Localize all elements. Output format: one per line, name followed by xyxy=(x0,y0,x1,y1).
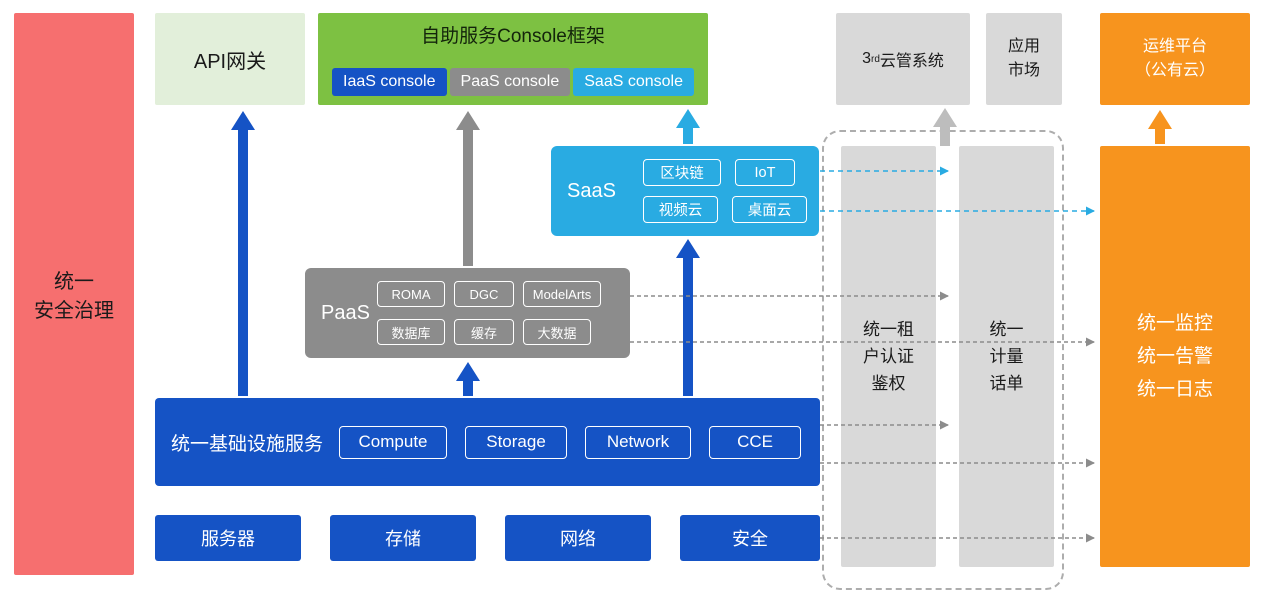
paas-chip-row-1: ROMA DGC ModelArts xyxy=(377,281,620,307)
console-framework-title: 自助服务Console框架 xyxy=(421,26,605,47)
infra-chip-cce: CCE xyxy=(709,425,802,459)
third-party-num: 3 xyxy=(862,50,871,67)
third-party-sup: rd xyxy=(870,53,880,65)
saas-chip-row-1: 区块链 IoT xyxy=(643,159,807,186)
ops-platform-box: 运维平台 （公有云） xyxy=(1100,13,1250,105)
paas-chip-area: ROMA DGC ModelArts 数据库 缓存 大数据 xyxy=(377,281,620,345)
third-party-rest: 云管系统 xyxy=(879,53,944,70)
paas-chip-row-2: 数据库 缓存 大数据 xyxy=(377,319,620,345)
paas-chip-database: 数据库 xyxy=(377,319,445,345)
security-governance-bar: 统一 安全治理 xyxy=(14,13,134,575)
paas-chip-bigdata: 大数据 xyxy=(523,319,591,345)
arrow-monitor-to-ops-platform xyxy=(1148,110,1172,144)
security-box: 安全 xyxy=(680,515,820,561)
arrow-saas-to-console xyxy=(676,109,700,144)
arrow-infra-to-paas xyxy=(456,362,480,396)
paas-box: PaaS ROMA DGC ModelArts 数据库 缓存 大数据 xyxy=(305,268,630,358)
saas-chip-desktop-cloud: 桌面云 xyxy=(732,196,807,223)
saas-label: SaaS xyxy=(567,179,616,202)
saas-chip-area: 区块链 IoT 视频云 桌面云 xyxy=(643,159,807,223)
infrastructure-label: 统一基础设施服务 xyxy=(171,433,324,455)
network-box: 网络 xyxy=(505,515,651,561)
paas-label: PaaS xyxy=(321,301,370,324)
saas-box: SaaS 区块链 IoT 视频云 桌面云 xyxy=(551,146,819,236)
console-chip-row: IaaS console PaaS console SaaS console xyxy=(332,68,694,96)
tenant-auth-bar: 统一租 户认证 鉴权 xyxy=(841,146,936,567)
infrastructure-box: 统一基础设施服务 Compute Storage Network CCE xyxy=(155,398,820,486)
saas-chip-row-2: 视频云 桌面云 xyxy=(643,196,807,223)
monitoring-alert-log-bar: 统一监控 统一告警 统一日志 xyxy=(1100,146,1250,567)
app-market-box: 应用 市场 xyxy=(986,13,1062,105)
iaas-console-chip: IaaS console xyxy=(332,68,447,96)
server-box: 服务器 xyxy=(155,515,301,561)
metering-billing-bar: 统一 计量 话单 xyxy=(959,146,1054,567)
infra-chip-storage: Storage xyxy=(465,425,568,459)
paas-chip-cache: 缓存 xyxy=(454,319,514,345)
arrow-paas-to-console xyxy=(456,111,480,266)
paas-chip-roma: ROMA xyxy=(377,281,445,307)
paas-chip-modelarts: ModelArts xyxy=(523,281,601,307)
infra-chip-network: Network xyxy=(585,425,692,459)
saas-console-chip: SaaS console xyxy=(573,68,694,96)
saas-chip-blockchain: 区块链 xyxy=(643,159,721,186)
paas-chip-dgc: DGC xyxy=(454,281,514,307)
arrow-infra-to-saas xyxy=(676,239,700,396)
storage-box: 存储 xyxy=(330,515,476,561)
paas-console-chip: PaaS console xyxy=(449,68,571,96)
arrow-infra-to-api-gateway xyxy=(231,111,255,396)
console-framework-box: 自助服务Console框架 IaaS console PaaS console … xyxy=(318,13,708,105)
saas-chip-video-cloud: 视频云 xyxy=(643,196,718,223)
api-gateway-box: API网关 xyxy=(155,13,305,105)
infra-chip-compute: Compute xyxy=(339,425,448,459)
saas-chip-iot: IoT xyxy=(735,159,795,186)
